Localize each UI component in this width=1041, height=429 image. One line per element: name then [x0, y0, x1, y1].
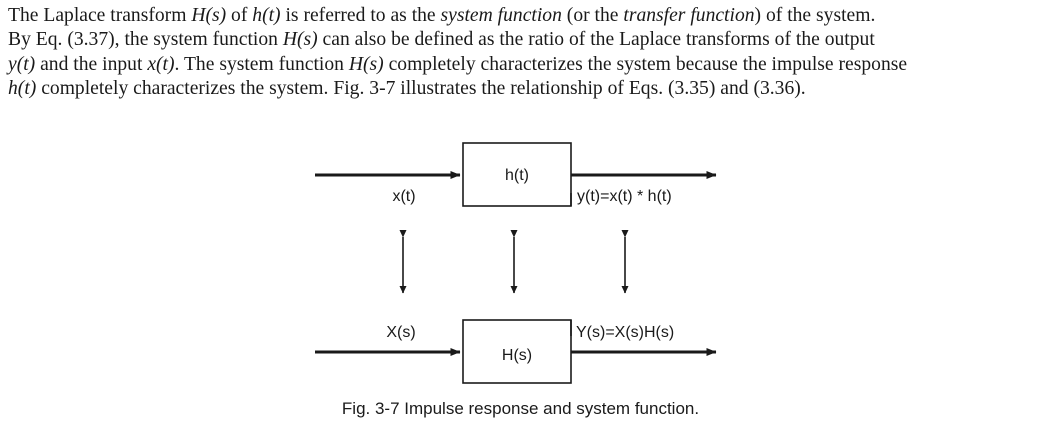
output-label-convolution: y(t)=x(t) * h(t) [577, 188, 672, 205]
paragraph-line-2: By Eq. (3.37), the system function H(s) … [8, 28, 1036, 52]
text-run: can also be defined as the ratio of the … [317, 29, 875, 51]
paragraph-line-1: The Laplace transform H(s) of h(t) is re… [8, 4, 1036, 28]
term-system-function: system function [440, 5, 562, 26]
text-run: completely characterizes the system. Fig… [36, 78, 806, 100]
block-label-H-of-s: H(s) [502, 347, 532, 364]
system-function-block [462, 319, 572, 384]
text-run: (or the [561, 5, 624, 26]
math-h-of-t: h(t) [8, 78, 37, 100]
input-label-X-of-s: X(s) [386, 324, 415, 341]
math-H-of-s: H(s) [282, 29, 318, 51]
figure-caption: Fig. 3-7 Impulse response and system fun… [341, 399, 700, 418]
math-H-of-s: H(s) [191, 5, 227, 26]
text-run: and the input [35, 53, 148, 75]
term-transfer-function: transfer function [623, 5, 755, 26]
text-run: . The system function [174, 53, 349, 75]
text-run: is referred to as the [280, 5, 441, 26]
text-run: ) of the system. [754, 5, 876, 26]
block-label-h-of-t: h(t) [505, 167, 529, 184]
body-paragraph: The Laplace transform H(s) of h(t) is re… [8, 4, 1036, 102]
math-x-of-t: x(t) [147, 53, 175, 75]
text-run: completely characterizes the system beca… [383, 53, 908, 75]
math-H-of-s: H(s) [348, 53, 384, 75]
text-run: of [226, 5, 253, 26]
math-y-of-t: y(t) [8, 53, 36, 75]
text-run: By Eq. (3.37), the system function [8, 29, 283, 51]
paragraph-line-4: h(t) completely characterizes the system… [8, 77, 1036, 101]
paragraph-line-3: y(t) and the input x(t). The system func… [8, 53, 1036, 77]
math-h-of-t: h(t) [252, 5, 281, 26]
input-label-x-of-t: x(t) [392, 188, 415, 205]
text-run: The Laplace transform [8, 5, 192, 26]
output-label-product: Y(s)=X(s)H(s) [576, 324, 674, 341]
